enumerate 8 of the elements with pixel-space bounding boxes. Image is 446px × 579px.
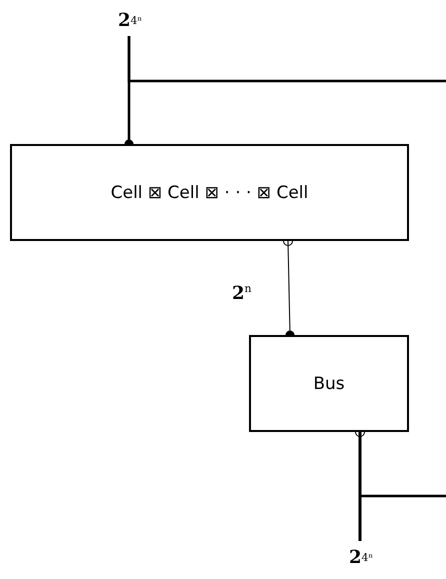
box-label: Cell ⊠ Cell ⊠ · · · ⊠ Cell [110, 182, 308, 202]
signal-label: 2$^{4ⁿ}$ [110, 4, 150, 36]
process-box [249, 335, 409, 432]
signal-label: 2$^{4ⁿ}$ [341, 541, 381, 573]
branch-line [128, 36, 446, 82]
box-label: Bus [313, 374, 345, 394]
process-box [10, 144, 409, 241]
branch-line [358, 432, 446, 498]
